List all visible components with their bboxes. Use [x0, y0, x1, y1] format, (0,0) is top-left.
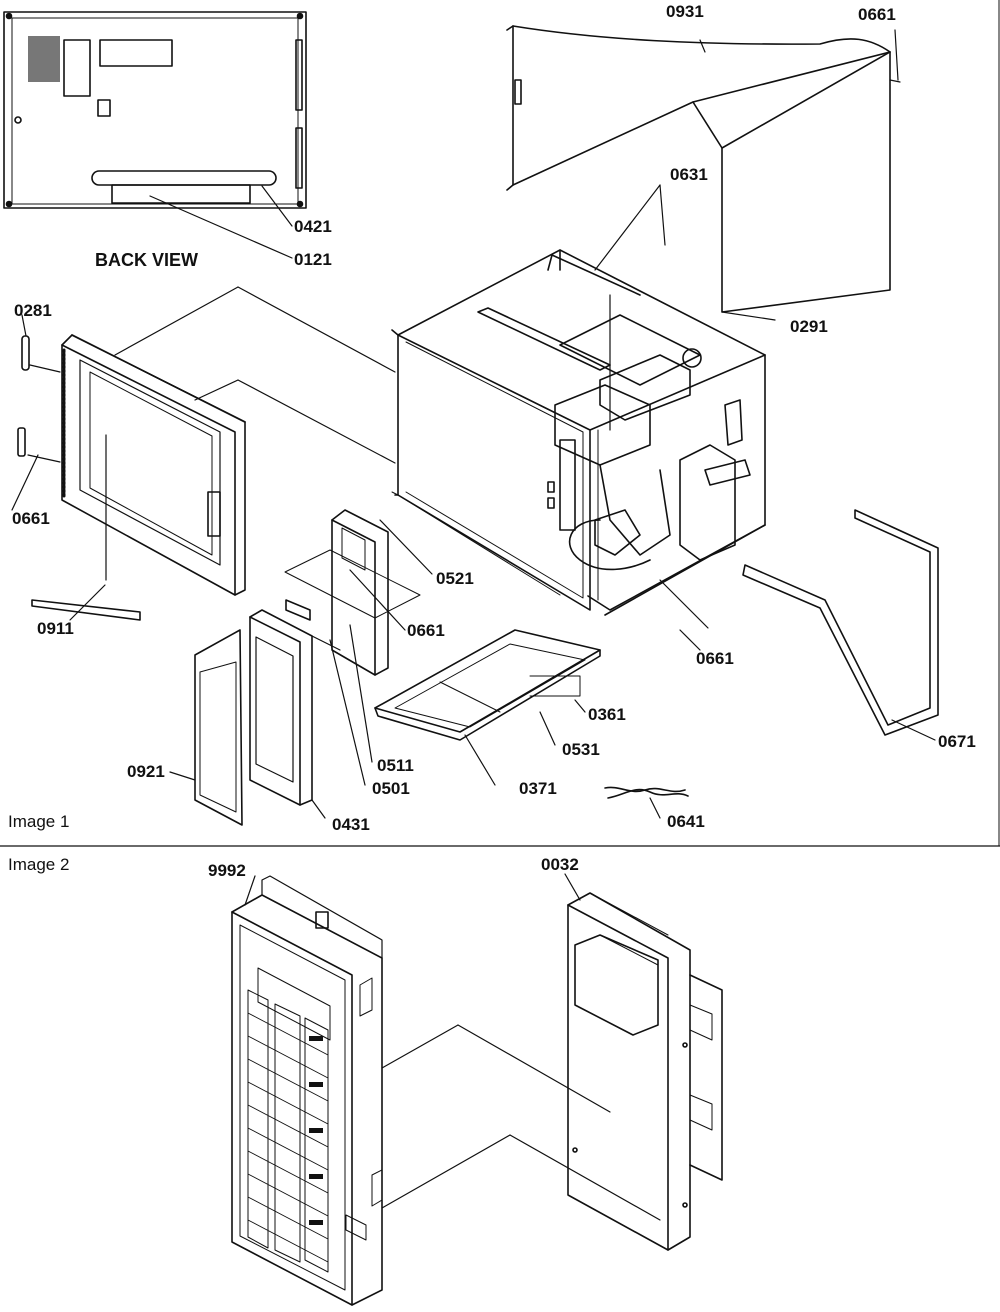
control-bracket	[284, 509, 421, 676]
door-assembly	[17, 286, 396, 621]
part-label-0281: 0281	[14, 301, 52, 320]
bottom-tray	[374, 629, 601, 741]
leader-lines	[11, 29, 936, 906]
part-label-0032: 0032	[541, 855, 579, 874]
vent-grille	[28, 36, 60, 82]
main-chassis	[391, 249, 766, 629]
back-view-panel	[3, 11, 307, 259]
part-label-0511: 0511	[377, 756, 414, 775]
part-label-0661-mid: 0661	[407, 621, 445, 640]
hinge-bottom	[17, 427, 26, 457]
back-view-title: BACK VIEW	[95, 250, 198, 270]
part-label-0911: 0911	[37, 619, 74, 638]
part-label-0661-left: 0661	[12, 509, 50, 528]
outer-cover	[506, 25, 901, 321]
control-board	[567, 892, 723, 1251]
part-label-0291: 0291	[790, 317, 828, 336]
part-label-0361: 0361	[588, 705, 626, 724]
part-label-0121: 0121	[294, 250, 332, 269]
part-label-0931: 0931	[666, 2, 704, 21]
part-label-0921: 0921	[127, 762, 165, 781]
part-label-0631: 0631	[670, 165, 708, 184]
back-bar	[91, 170, 277, 186]
keypad-rows	[247, 1012, 329, 1263]
section-label-image1: Image 1	[8, 812, 70, 831]
section-label-image2: Image 2	[8, 855, 70, 874]
side-gasket	[742, 509, 939, 736]
hinge-top	[21, 335, 30, 371]
part-label-0521: 0521	[436, 569, 474, 588]
part-label-0641: 0641	[667, 812, 705, 831]
board-connectors	[381, 1024, 661, 1221]
door-seal-strip	[31, 599, 141, 621]
part-label-0661-right: 0661	[696, 649, 734, 668]
part-label-0501: 0501	[372, 779, 410, 798]
part-label-0531: 0531	[562, 740, 600, 759]
part-label-0421: 0421	[294, 217, 332, 236]
control-panel-front	[231, 875, 383, 1306]
part-label-0371: 0371	[519, 779, 557, 798]
wire-tie	[604, 786, 689, 799]
part-label-0431: 0431	[332, 815, 370, 834]
part-label-0661-top: 0661	[858, 5, 896, 24]
part-label-0671: 0671	[938, 732, 976, 751]
control-panel-assembly	[194, 609, 341, 826]
part-label-9992: 9992	[208, 861, 246, 880]
